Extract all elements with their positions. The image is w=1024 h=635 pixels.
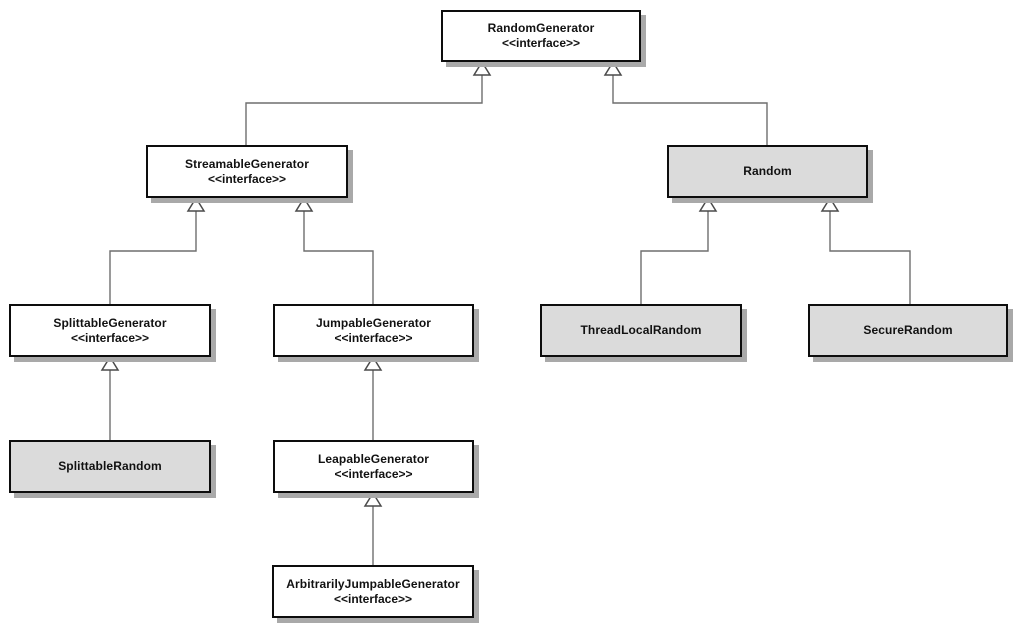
class-box-SecureRandom: SecureRandom [808,304,1008,357]
node-name-label: StreamableGenerator [185,156,309,171]
interface-box-StreamableGenerator: StreamableGenerator<<interface>> [146,145,348,198]
node-name-label: ArbitrarilyJumpableGenerator [286,576,460,591]
generalization-arrowhead-icon [363,355,383,371]
node-name-label: RandomGenerator [487,21,595,35]
generalization-edge-ThreadLocalRandom-to-Random [640,211,709,304]
interface-box-LeapableGenerator: LeapableGenerator<<interface>> [273,440,474,493]
class-box-SplittableRandom: SplittableRandom [9,440,211,493]
node-name-label: SplittableRandom [58,459,162,473]
node-stereotype-label: <<interface>> [334,330,413,345]
generalization-arrowhead-icon [820,196,840,212]
node-stereotype-label: <<interface>> [334,466,413,481]
node-stereotype-label: <<interface>> [501,36,581,50]
node-stereotype-label: <<interface>> [333,591,413,606]
generalization-arrowhead-icon [472,60,492,76]
node-name-label: LeapableGenerator [317,451,430,466]
generalization-edge-Random-to-RandomGenerator [612,75,768,145]
generalization-edge-StreamableGenerator-to-RandomGenerator [245,75,483,145]
generalization-edge-SplittableGenerator-to-StreamableGenerator [109,211,197,304]
interface-box-JumpableGenerator: JumpableGenerator<<interface>> [273,304,474,357]
node-stereotype-label: <<interface>> [70,330,150,345]
generalization-arrowhead-icon [294,196,314,212]
generalization-edge-JumpableGenerator-to-StreamableGenerator [303,211,374,304]
generalization-arrowhead-icon [363,491,383,507]
interface-box-SplittableGenerator: SplittableGenerator<<interface>> [9,304,211,357]
node-name-label: SecureRandom [863,323,953,337]
node-name-label: SplittableGenerator [53,315,167,330]
interface-box-ArbitrarilyJumpableGenerator: ArbitrarilyJumpableGenerator<<interface>… [272,565,474,618]
class-box-Random: Random [667,145,868,198]
node-stereotype-label: <<interface>> [207,171,287,186]
generalization-arrowhead-icon [698,196,718,212]
generalization-arrowhead-icon [100,355,120,371]
class-box-ThreadLocalRandom: ThreadLocalRandom [540,304,742,357]
interface-box-RandomGenerator: RandomGenerator<<interface>> [441,10,641,62]
generalization-arrowhead-icon [186,196,206,212]
generalization-arrowhead-icon [603,60,623,76]
node-name-label: ThreadLocalRandom [580,323,702,337]
node-name-label: JumpableGenerator [315,315,432,330]
generalization-edge-SecureRandom-to-Random [829,211,911,304]
node-name-label: Random [743,164,792,178]
